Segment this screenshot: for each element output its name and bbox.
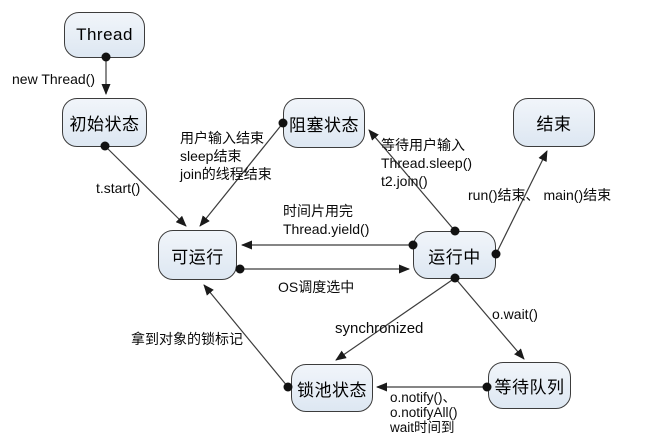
edge-label-running-to-blocked: 等待用户输入 Thread.sleep() t2.join() xyxy=(381,137,473,189)
node-end-state-label: 结束 xyxy=(536,115,572,134)
edge-label-synchronized: synchronized xyxy=(335,320,424,337)
edge-label-new-thread: new Thread() xyxy=(12,71,96,87)
node-runnable-state: 可运行 xyxy=(158,230,237,280)
node-runnable-state-label: 可运行 xyxy=(171,247,224,267)
edge-label-t-start: t.start() xyxy=(96,180,141,196)
node-thread-label: Thread xyxy=(76,25,133,44)
edge-label-o-wait: o.wait() xyxy=(492,306,538,322)
edge-label-blocked-to-runnable: 用户输入结束 sleep结束 join的线程结束 xyxy=(180,130,272,182)
node-running-state-label: 运行中 xyxy=(428,247,481,267)
node-blocked-state: 阻塞状态 xyxy=(283,98,365,148)
edge-label-notify: o.notify()、 o.notifyAll() wait时间到 xyxy=(390,390,458,435)
node-wait-queue-state-label: 等待队列 xyxy=(494,378,565,397)
node-lock-pool-state-label: 锁池状态 xyxy=(297,380,367,400)
node-initial-state-label: 初始状态 xyxy=(69,115,140,134)
node-initial-state: 初始状态 xyxy=(62,98,147,147)
node-lock-pool-state: 锁池状态 xyxy=(291,364,373,412)
edge-label-yield: 时间片用完 Thread.yield() xyxy=(283,203,370,237)
edge-label-os-schedule: OS调度选中 xyxy=(278,279,355,295)
node-blocked-state-label: 阻塞状态 xyxy=(289,115,359,135)
node-end-state: 结束 xyxy=(513,98,595,147)
node-thread: Thread xyxy=(64,12,145,58)
node-running-state: 运行中 xyxy=(413,231,496,279)
edge-label-running-to-end: run()结束、 main()结束 xyxy=(468,187,612,203)
edge-label-get-lock: 拿到对象的锁标记 xyxy=(131,331,243,347)
node-wait-queue-state: 等待队列 xyxy=(488,362,571,409)
